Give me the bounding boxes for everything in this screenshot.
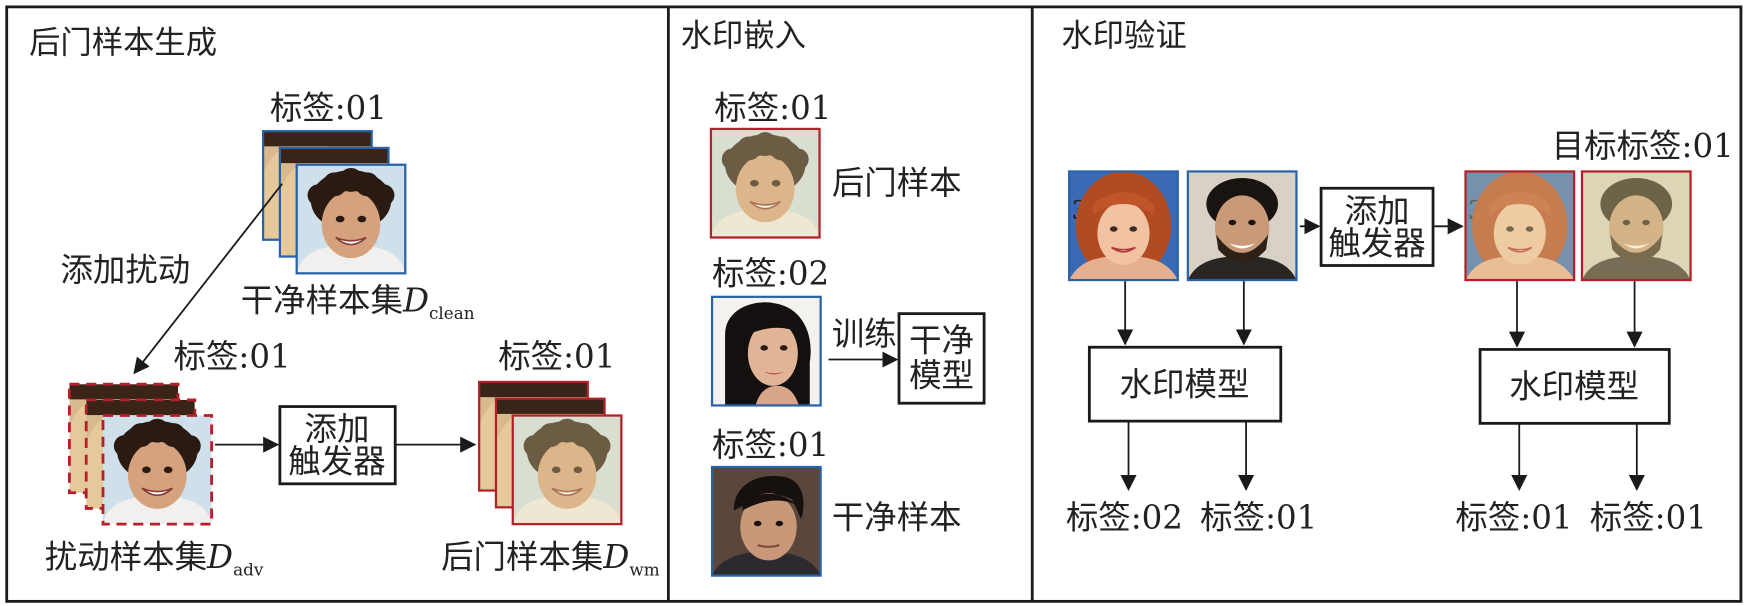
panel-watermark-verification: 水印验证 目标标签:01 添加 触发器 — [1061, 18, 1733, 537]
target-label: 目标标签:01 — [1552, 127, 1734, 165]
face-photo-icon — [1186, 170, 1298, 282]
panel-title-verification: 水印验证 — [1061, 18, 1186, 54]
adversarial-sample-stack — [68, 382, 213, 526]
watermark-model-box-right — [1478, 348, 1671, 425]
output-label-3: 标签:01 — [1455, 499, 1572, 537]
clean-set-caption: 干净样本集Dclean — [241, 281, 475, 323]
add-trigger-box — [278, 405, 397, 486]
verify-trigger-line1: 添加 — [1345, 192, 1410, 230]
face-photo-icon — [101, 414, 213, 526]
clean-model-box — [897, 312, 986, 405]
verify-trigger-box — [1319, 186, 1435, 267]
face-photo-icon — [1068, 170, 1179, 282]
backdoor-sample-caption: 后门样本 — [832, 164, 962, 202]
label-train: 训练 — [832, 315, 897, 353]
verify-trigger-line2: 触发器 — [1328, 224, 1425, 262]
label-backdoor-sample: 标签:01 — [714, 89, 831, 127]
label-add-perturbation: 添加扰动 — [60, 251, 190, 289]
add-trigger-line1: 添加 — [305, 410, 370, 448]
label-sample-02: 标签:02 — [712, 255, 829, 293]
watermark-model-box-left — [1087, 345, 1283, 423]
face-photo-icon — [1464, 170, 1576, 282]
arrow-add-perturbation — [133, 183, 283, 375]
clean-model-line1: 干净 — [909, 322, 974, 360]
outer-frame — [5, 5, 1743, 603]
output-label-4: 标签:01 — [1590, 499, 1707, 537]
face-photo-icon — [710, 465, 822, 577]
add-trigger-line2: 触发器 — [288, 443, 385, 481]
panel-title-embedding: 水印嵌入 — [681, 18, 806, 54]
panel-backdoor-generation: 后门样本生成 标签:01 干净样本集Dclean 添加扰动 标签:01 — [29, 25, 660, 580]
label-clean-stack: 标签:01 — [270, 89, 387, 127]
backdoor-sample-stack — [478, 380, 623, 526]
face-photo-icon — [295, 163, 407, 275]
face-photo-icon — [710, 295, 822, 407]
clean-model-line2: 模型 — [909, 356, 974, 394]
adv-set-caption: 扰动样本集Dadv — [45, 538, 264, 580]
watermark-model-right-label: 水印模型 — [1509, 368, 1639, 406]
output-label-2: 标签:01 — [1200, 499, 1317, 537]
wm-set-caption: 后门样本集Dwm — [441, 538, 660, 580]
clean-sample-caption: 干净样本 — [832, 499, 962, 537]
watermark-model-left-label: 水印模型 — [1120, 365, 1250, 403]
face-photo-icon — [1580, 170, 1692, 282]
panel-watermark-embedding: 水印嵌入 标签:01 后门样本 标签:02 训练 干净 模型 标签:01 干净样… — [681, 18, 986, 577]
panel-title-generation: 后门样本生成 — [29, 25, 217, 61]
label-wm-stack: 标签:01 — [498, 337, 615, 375]
face-photo-icon — [511, 414, 623, 526]
output-label-1: 标签:02 — [1066, 499, 1183, 537]
label-clean-sample: 标签:01 — [712, 426, 829, 464]
label-adv-stack: 标签:01 — [174, 337, 291, 375]
clean-sample-stack — [261, 130, 407, 275]
face-photo-icon — [709, 127, 821, 239]
